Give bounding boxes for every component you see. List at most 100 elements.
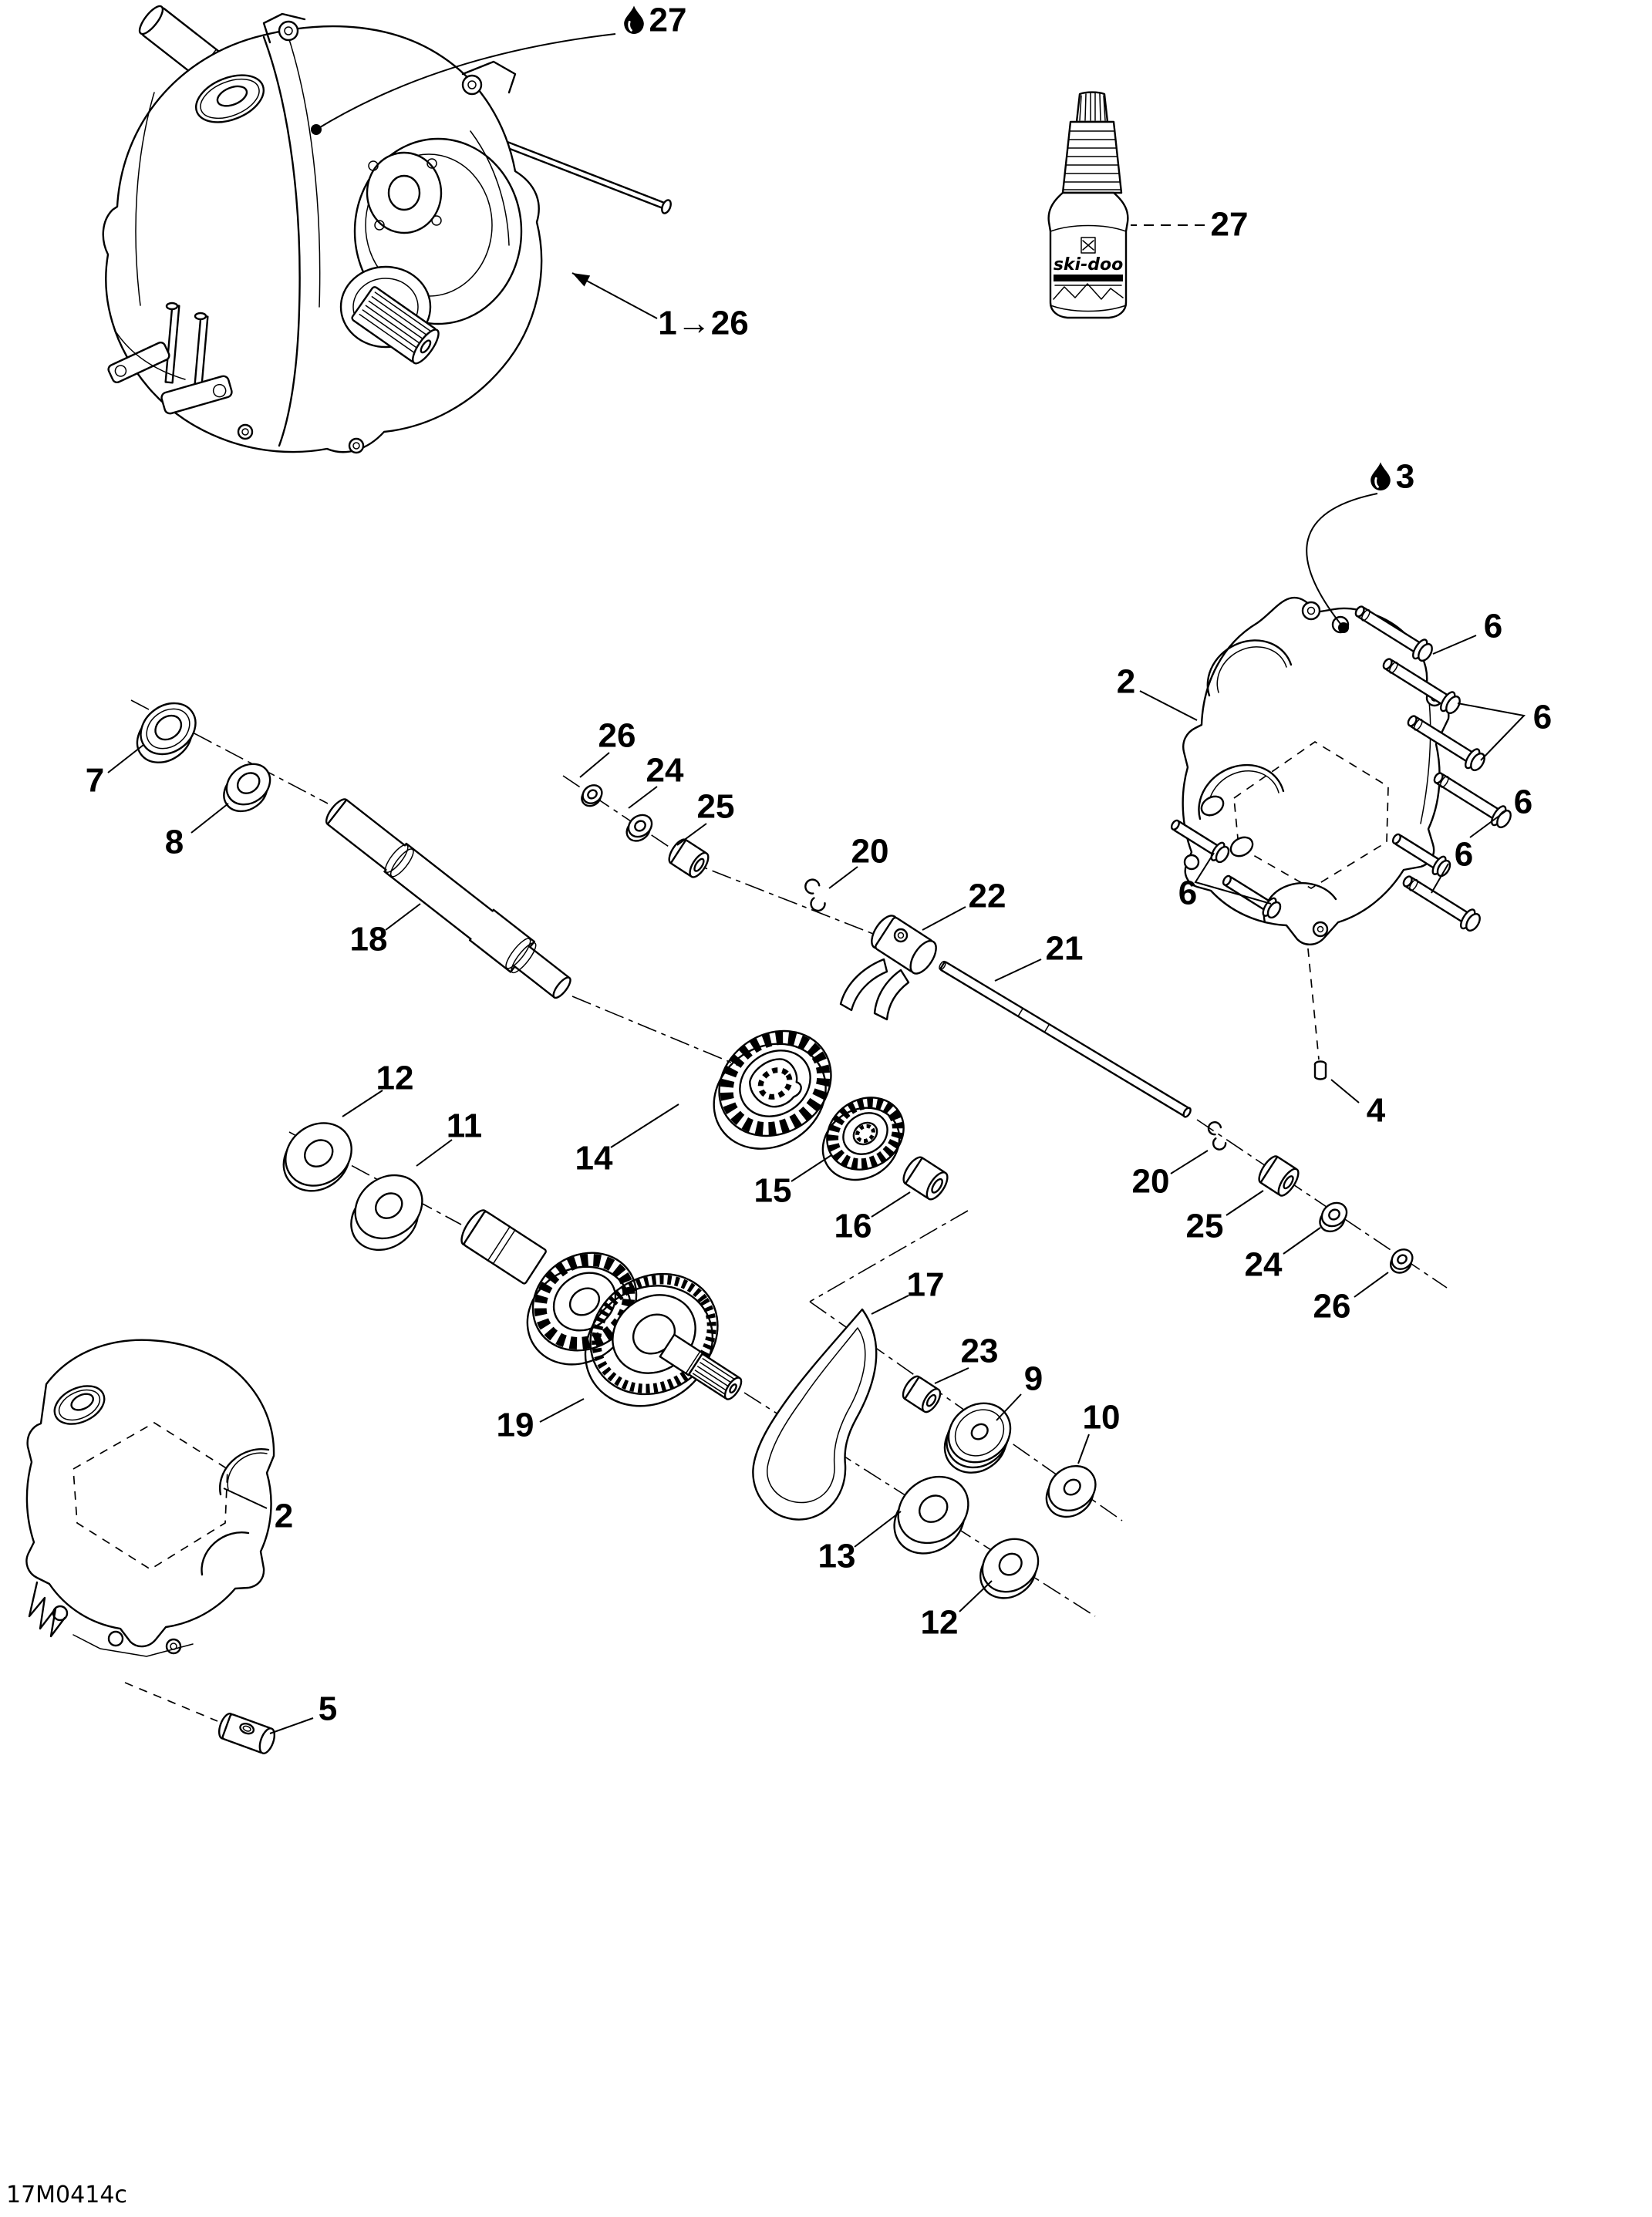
- callout-5: 5: [269, 1690, 337, 1734]
- callout-label: 25: [1186, 1208, 1224, 1245]
- callout-label: 2: [1117, 663, 1135, 701]
- callout-label: 6: [1514, 783, 1532, 821]
- callout-label: 6: [1484, 608, 1502, 645]
- oil-drop-icon: [1370, 461, 1391, 492]
- callout-16: 16: [834, 1191, 911, 1245]
- callout-label: 15: [754, 1172, 792, 1210]
- callout-25: 25: [676, 788, 735, 846]
- callout-19: 19: [497, 1398, 585, 1444]
- callout-label: 24: [1245, 1246, 1283, 1284]
- callout-2: 2: [223, 1488, 293, 1535]
- callout-17: 17: [871, 1266, 945, 1315]
- callout-label: 23: [961, 1333, 999, 1370]
- callout-label: 14: [575, 1140, 613, 1178]
- callout-14: 14: [575, 1103, 679, 1178]
- callout-6: 6: [1457, 699, 1552, 761]
- shift-rod-21: [939, 960, 1192, 1118]
- output-spline-shaft: [351, 286, 440, 365]
- bushing-25b: [1258, 1155, 1300, 1197]
- callout-12: 12: [342, 1060, 413, 1117]
- gear-cluster-19: [460, 1209, 743, 1407]
- bottle-brand-text: ski-doo: [1054, 255, 1123, 275]
- bushing-25a: [668, 838, 710, 878]
- washer-10: [1045, 1464, 1097, 1518]
- washer-24a: [625, 814, 653, 842]
- callout-label: 24: [646, 752, 684, 790]
- pulley-9: [943, 1402, 1012, 1474]
- callout-label: 18: [350, 921, 388, 959]
- callout-label: 13: [818, 1538, 856, 1575]
- assembled-gearbox: [102, 5, 672, 454]
- callout-label: 7: [86, 762, 104, 800]
- callout-10: 10: [1077, 1399, 1121, 1464]
- callout-11: 11: [416, 1107, 482, 1167]
- shift-bracket: [107, 302, 233, 415]
- callout-label: 6: [1178, 874, 1197, 912]
- callout-20: 20: [828, 833, 889, 889]
- belt-17: [752, 1308, 878, 1521]
- washer-26a: [581, 784, 603, 807]
- callout-24: 24: [1245, 1227, 1321, 1284]
- callout-label: 26: [1313, 1288, 1351, 1326]
- callout-6: 6: [1178, 852, 1272, 912]
- clip-20a: [804, 878, 826, 912]
- washer-11: [350, 1174, 423, 1252]
- crankcase-half-right: [1166, 596, 1515, 1080]
- callout-25: 25: [1186, 1190, 1264, 1245]
- callout-label: 20: [851, 833, 889, 871]
- dowel-pin-4: [1313, 1060, 1327, 1080]
- callout-label: 19: [497, 1407, 534, 1444]
- callout-8: 8: [165, 803, 229, 861]
- pin-5: [217, 1713, 276, 1754]
- callout-22: 22: [922, 878, 1006, 931]
- callout-label: 11: [447, 1107, 483, 1145]
- callout-label: 1→26: [658, 305, 748, 342]
- callout-23: 23: [934, 1333, 999, 1384]
- callout-label: 6: [1455, 836, 1473, 874]
- callout-6: 6: [1469, 783, 1532, 838]
- washer-8: [223, 763, 271, 813]
- callouts-layer: 271→262732666664781826242520222112111415…: [86, 2, 1552, 1734]
- callout-7: 7: [86, 744, 144, 800]
- callout-label: 21: [1046, 930, 1084, 968]
- callout-4: 4: [1330, 1079, 1386, 1130]
- oil-drop-icon: [623, 5, 645, 35]
- callout-label: 4: [1367, 1092, 1386, 1130]
- callout-label: 16: [834, 1208, 872, 1245]
- callout-2: 2: [1117, 663, 1198, 721]
- callout-label: 8: [165, 824, 184, 861]
- callout-18: 18: [350, 903, 421, 959]
- callout-6: 6: [1431, 836, 1473, 894]
- lubricant-bottle: ski-doo: [1047, 91, 1129, 319]
- callout-label: 26: [598, 717, 636, 755]
- callout-3: 3: [1306, 458, 1414, 633]
- crankcase-half-left: [25, 1339, 276, 1754]
- clip-20b: [1207, 1121, 1227, 1151]
- filler-neck: [194, 74, 265, 123]
- washer-12a: [282, 1122, 352, 1192]
- callout-20: 20: [1132, 1150, 1209, 1201]
- callout-13: 13: [818, 1511, 902, 1575]
- callout-label: 22: [969, 878, 1006, 915]
- callout-9: 9: [996, 1360, 1043, 1421]
- callout-label: 12: [376, 1060, 414, 1097]
- callout-label: 10: [1083, 1399, 1121, 1437]
- callout-label: 9: [1024, 1360, 1043, 1398]
- callout-label: 17: [907, 1266, 945, 1304]
- callout-6: 6: [1432, 608, 1502, 655]
- callout-26: 26: [579, 717, 636, 778]
- shaft-18: [325, 798, 571, 999]
- shift-fork-22: [839, 915, 937, 1021]
- callout-label: 2: [275, 1498, 293, 1535]
- washer-13: [893, 1475, 969, 1555]
- callout-label: 27: [649, 2, 687, 39]
- bushing-16: [902, 1156, 949, 1201]
- callout-15: 15: [754, 1154, 832, 1210]
- callout-label: 25: [697, 788, 735, 826]
- washer-12b: [979, 1538, 1040, 1599]
- seal-7: [136, 702, 197, 763]
- callout-label: 27: [1211, 206, 1249, 244]
- callout-label: 20: [1132, 1163, 1170, 1201]
